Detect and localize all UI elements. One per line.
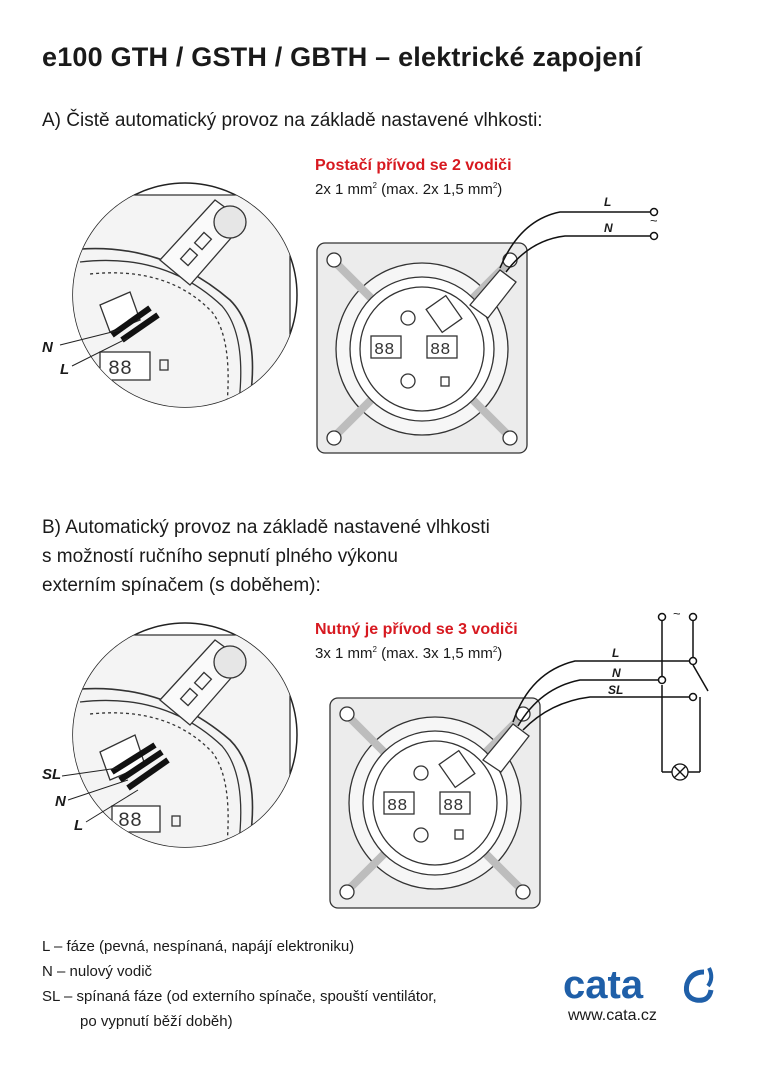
section-a-requirement: Postačí přívod se 2 vodiči	[315, 157, 512, 174]
svg-text:88: 88	[118, 810, 142, 833]
section-b-wire-label-l: L	[612, 646, 620, 660]
page-title: e100 GTH / GSTH / GBTH – elektrické zapo…	[42, 42, 642, 72]
svg-text:88: 88	[374, 341, 394, 360]
section-b-heading-line: externím spínačem (s doběhem):	[42, 575, 321, 596]
section-b-wire-label-sl: SL	[608, 683, 624, 697]
section-b-fan-unit: 88 88	[329, 697, 541, 909]
section-b-cable-spec: 3x 1 mm2 (max. 3x 1,5 mm2)	[315, 645, 503, 662]
svg-text:88: 88	[108, 358, 132, 381]
section-b-external-switch[interactable]	[661, 664, 709, 773]
legend-item-sl-continued: po vypnutí běží doběh)	[80, 1013, 233, 1030]
section-a-wire-label-n: N	[604, 221, 613, 235]
svg-text:88: 88	[387, 797, 407, 816]
section-a-zoom-circle: 88	[72, 182, 298, 408]
section-b-requirement: Nutný je přívod se 3 vodiči	[315, 621, 518, 638]
section-b-wire-label-n: N	[612, 666, 621, 680]
svg-text:88: 88	[443, 797, 463, 816]
section-b-zoom-label-l: L	[74, 817, 84, 834]
cata-logo-text: cata	[563, 963, 644, 1007]
svg-text:88: 88	[430, 341, 450, 360]
section-a-zoom-label-l: L	[60, 361, 70, 378]
section-a-wire-label-l: L	[604, 195, 612, 209]
section-a-cable-spec: 2x 1 mm2 (max. 2x 1,5 mm2)	[315, 181, 503, 198]
legend-item-n: N – nulový vodič	[42, 963, 153, 980]
section-b-heading: B) Automatický provoz na základě nastave…	[42, 513, 490, 600]
cata-logo[interactable]: cata	[563, 960, 723, 1015]
section-a-heading: A) Čistě automatický provoz na základě n…	[42, 110, 543, 131]
section-a-supply-wires	[499, 207, 659, 273]
legend-item-l: L – fáze (pevná, nespínaná, napájí elekt…	[42, 938, 355, 955]
section-b-zoom-label-n: N	[55, 793, 66, 810]
section-a-ac-symbol: ~	[650, 213, 658, 228]
section-b-ac-symbol: ~	[673, 606, 681, 621]
section-b-heading-line: B) Automatický provoz na základě nastave…	[42, 517, 490, 538]
indicator-lamp-icon	[671, 763, 689, 781]
website-link[interactable]: www.cata.cz	[568, 1007, 657, 1024]
section-a-fan-unit: 88 88	[316, 242, 528, 454]
section-b-supply-wires	[512, 612, 698, 731]
section-b-heading-line: s možností ručního sepnutí plného výkonu	[42, 546, 398, 567]
section-b-zoom-label-sl: SL	[42, 766, 62, 783]
section-a-zoom-label-n: N	[42, 339, 53, 356]
legend-item-sl: SL – spínaná fáze (od externího spínače,…	[42, 988, 437, 1005]
cata-swirl-icon	[683, 967, 714, 1003]
section-b-zoom-circle: 88	[72, 622, 298, 848]
legend: L – fáze (pevná, nespínaná, napájí elekt…	[42, 934, 437, 1034]
